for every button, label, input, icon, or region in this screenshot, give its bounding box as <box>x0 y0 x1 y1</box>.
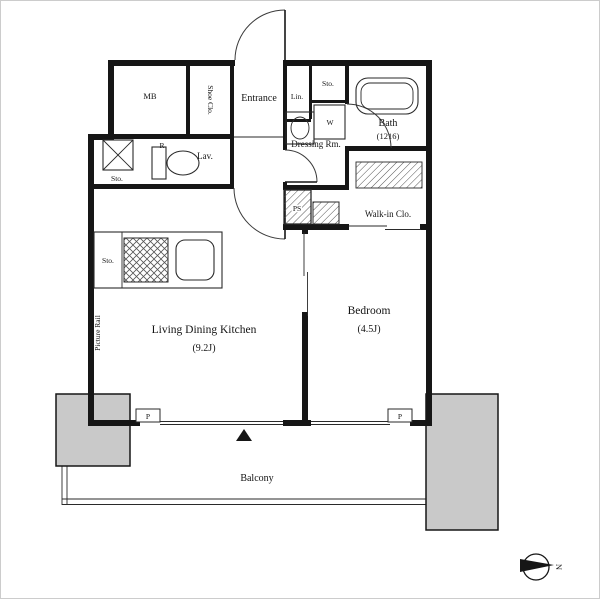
entrance-door-arc <box>234 9 286 61</box>
pillar-left-box <box>135 408 161 423</box>
fixtures <box>93 77 423 441</box>
kitchen-counter <box>93 231 223 289</box>
walls <box>88 60 432 426</box>
label-bedroom: Bedroom <box>348 305 391 317</box>
entrance-direction-marker-icon <box>236 429 252 441</box>
bathtub-inner <box>360 82 414 110</box>
toilet-bowl <box>166 150 200 176</box>
label-entrance: Entrance <box>241 93 277 104</box>
label-pipe-space: PS <box>293 204 301 213</box>
label-living-dining-kitchen-size: (9.2J) <box>192 343 215 354</box>
walk-in-closet-hanger <box>355 161 423 189</box>
doors <box>233 9 392 240</box>
stove <box>123 237 169 283</box>
washer-pan <box>313 104 346 140</box>
windows-and-sliders <box>160 136 421 425</box>
bathtub <box>355 77 419 115</box>
label-pillar-left: P <box>146 412 150 421</box>
label-walk-in-closet: Walk-in Clo. <box>365 209 411 219</box>
label-picture-rail: Picture Rail <box>93 315 102 351</box>
label-linen: Lin. <box>291 92 303 101</box>
label-refrigerator: R <box>159 141 164 150</box>
label-living-dining-kitchen: Living Dining Kitchen <box>152 324 257 336</box>
label-dressing-room: Dressing Rm. <box>291 139 341 149</box>
hatched-storage-box <box>312 201 340 225</box>
storage-box-diagonal <box>102 139 134 171</box>
label-storage-lavatory: Sto. <box>111 174 123 183</box>
bath-door-arc <box>346 103 392 149</box>
pillars <box>55 393 499 531</box>
north-arrow-icon <box>520 559 554 572</box>
label-shoe-closet: Shoe Clo. <box>206 85 215 115</box>
label-meter-box: MB <box>143 91 157 101</box>
label-bath-size: (1216) <box>377 131 400 141</box>
toilet-tank <box>151 146 167 180</box>
storage-box <box>102 139 134 171</box>
pipe-space-box <box>283 189 312 225</box>
labels: MB Shoe Clo. Entrance Lin. Sto. W Bath (… <box>93 79 411 484</box>
label-pillar-right: P <box>398 412 402 421</box>
label-storage-kitchen: Sto. <box>102 256 114 265</box>
label-storage-hall: Sto. <box>322 79 334 88</box>
pillar-right-block <box>425 393 499 531</box>
washbasin-bowl <box>290 116 310 140</box>
dressing-door-arc <box>284 149 318 183</box>
label-washer: W <box>326 118 334 127</box>
label-bedroom-size: (4.5J) <box>357 324 380 335</box>
hall-door-arc <box>233 187 286 240</box>
compass: N <box>520 553 564 581</box>
label-bath: Bath <box>379 118 398 129</box>
compass-north-label: N <box>554 564 564 570</box>
label-balcony: Balcony <box>240 473 273 484</box>
pillar-right-box <box>387 408 413 423</box>
label-lavatory: Lav. <box>197 151 213 161</box>
kitchen-sink <box>175 239 215 281</box>
